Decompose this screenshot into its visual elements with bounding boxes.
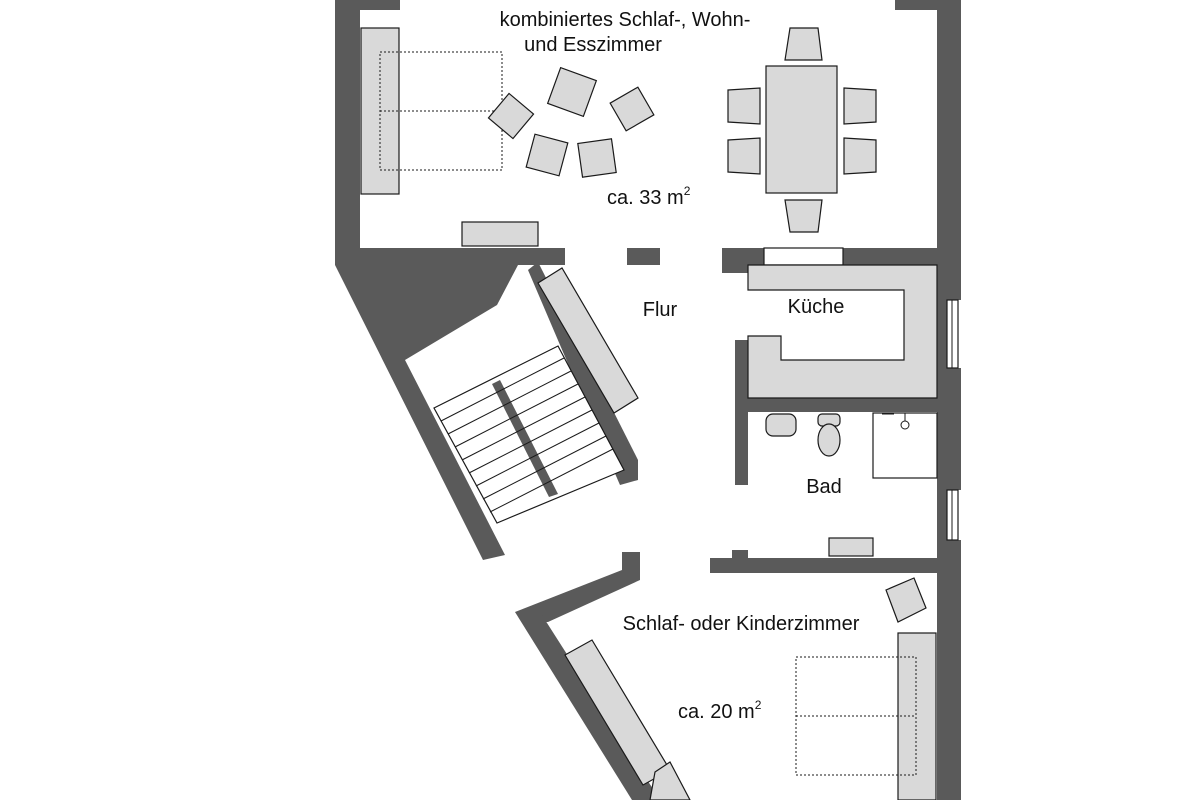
wall-kitchen-bath-divider: [735, 398, 961, 412]
label-living-line1: kombiniertes Schlaf-, Wohn-: [500, 9, 751, 31]
dining-chair-right-1: [843, 87, 877, 125]
stair-flight: [433, 345, 625, 524]
label-hall: Flur: [643, 299, 678, 321]
toilet-bowl: [817, 423, 841, 457]
armchair-3: [487, 92, 535, 140]
armchair-2: [609, 86, 655, 132]
wall-top-right-stub: [895, 0, 960, 10]
wall-hall-stub: [627, 248, 660, 265]
staircase: [433, 267, 639, 524]
wall-top-left-stub: [335, 0, 400, 10]
armchair-1: [546, 66, 598, 118]
bench-hall: [537, 267, 639, 414]
wall-stair-inner: [528, 262, 638, 485]
armchair-5: [577, 138, 617, 178]
chair-bedroom: [885, 577, 927, 623]
dining-chair-top: [784, 27, 823, 61]
label-living-area: ca. 33 m2: [607, 184, 691, 209]
kitchen-furniture: [747, 264, 938, 399]
wardrobe-bedroom: [897, 632, 937, 800]
sideboard-living: [461, 221, 539, 247]
wall-service-right-upper: [937, 300, 947, 368]
wall-kitchen-left: [722, 265, 748, 273]
wall-bath-left: [735, 340, 748, 485]
wall-kitchen-north-left: [722, 248, 764, 265]
dining-chair-left-2: [727, 137, 761, 175]
living-room-furniture: [360, 27, 877, 247]
label-bedroom: Schlaf- oder Kinderzimmer: [623, 613, 860, 635]
kitchen-counter: [747, 264, 938, 399]
wall-bedroom-north-right: [710, 558, 961, 573]
label-living-line2: und Esszimmer: [524, 34, 662, 56]
wall-kitchen-north-right: [843, 248, 961, 265]
stair-center-rail: [492, 380, 558, 497]
bedroom-furniture: [564, 577, 937, 800]
wall-bedroom-right-upper: [937, 490, 947, 540]
wall-living-left: [335, 0, 360, 265]
wall-bedroom-right: [937, 540, 961, 800]
label-bedroom-area: ca. 20 m2: [678, 698, 762, 723]
label-kitchen: Küche: [788, 296, 845, 318]
shower: [872, 412, 938, 479]
room-labels: kombiniertes Schlaf-, Wohn- und Esszimme…: [500, 9, 860, 723]
wall-service-right: [937, 368, 961, 490]
wall-bedroom-north-stub: [732, 550, 748, 560]
bathroom-fixtures: [765, 412, 938, 557]
stair-treads: [440, 357, 614, 513]
wall-stair-slanted: [335, 248, 565, 560]
dining-table: [765, 65, 838, 194]
window-kitchen-north: [763, 247, 844, 266]
wall-bedroom-slanted-north: [515, 570, 640, 622]
armchair-4: [525, 133, 569, 177]
label-bath: Bad: [806, 476, 842, 498]
dining-chair-right-2: [843, 137, 877, 175]
dining-chair-left-1: [727, 87, 761, 125]
dining-chair-bottom: [784, 199, 823, 233]
bath-heater: [828, 537, 874, 557]
washbasin: [765, 413, 797, 437]
chair-bedroom-bottom: [649, 761, 691, 800]
